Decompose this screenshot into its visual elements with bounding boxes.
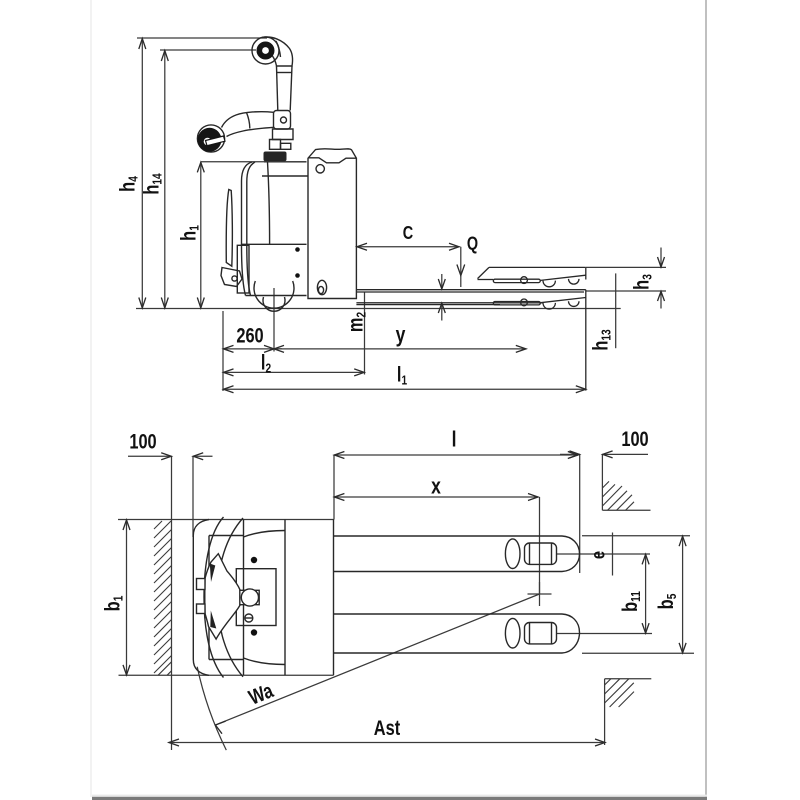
svg-text:100: 100 — [621, 427, 648, 450]
svg-text:C: C — [403, 222, 413, 243]
svg-text:100: 100 — [129, 430, 156, 453]
svg-text:l: l — [452, 428, 457, 453]
svg-text:e: e — [588, 551, 609, 559]
svg-text:x: x — [431, 475, 441, 500]
svg-text:l2: l2 — [261, 351, 272, 377]
svg-text:Ast: Ast — [374, 716, 401, 739]
svg-text:l1: l1 — [397, 363, 408, 389]
svg-text:y: y — [396, 323, 406, 348]
svg-text:Q: Q — [467, 233, 478, 254]
svg-text:260: 260 — [236, 324, 263, 347]
